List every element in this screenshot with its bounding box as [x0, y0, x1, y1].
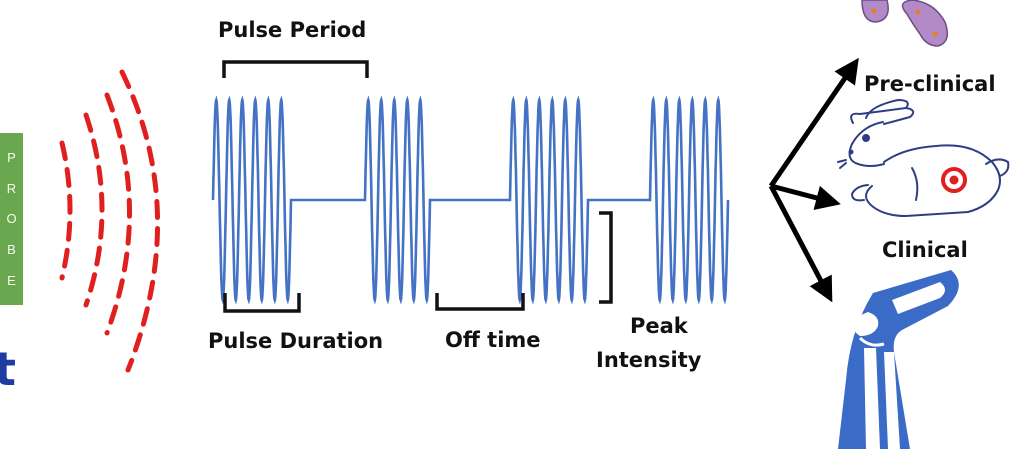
- knee-icon: [838, 270, 959, 449]
- arrow-to-knee: [768, 184, 833, 303]
- arrow-to-rabbit: [770, 183, 841, 211]
- probe-letter: E: [7, 273, 16, 289]
- arrow-to-cells: [768, 57, 859, 188]
- ultrasound-wave-arc: [119, 69, 160, 373]
- probe-letter: R: [6, 180, 17, 196]
- application-arrows: [768, 57, 859, 303]
- off-time-label: Off time: [445, 328, 541, 352]
- pulsed-waveform: [211, 95, 730, 305]
- ultrasound-wave-arc: [104, 92, 132, 336]
- timing-brackets: [222, 60, 613, 313]
- pulse-duration-bracket: [223, 293, 301, 313]
- probe-letter: B: [7, 242, 16, 258]
- pulse-duration-label: Pulse Duration: [208, 329, 384, 353]
- cropped-heading-text: t: [0, 342, 16, 396]
- ultrasound-wave-arc: [59, 140, 73, 281]
- clinical-label: Clinical: [882, 238, 968, 262]
- peak-intensity-label-line1: Peak: [630, 314, 688, 338]
- probe-letter: P: [7, 149, 16, 165]
- probe-box: P R O B E: [0, 133, 23, 305]
- peak-intensity-label-line2: Intensity: [596, 348, 702, 372]
- pulse-period-bracket: [222, 60, 369, 78]
- probe-letter: O: [6, 211, 17, 227]
- pulsed-sine-wave: [211, 95, 730, 305]
- peak-intensity-bracket: [599, 211, 613, 304]
- off-time-bracket: [435, 293, 525, 311]
- ultrasound-wave-arc: [83, 112, 105, 308]
- pulse-period-label: Pulse Period: [218, 18, 367, 42]
- rabbit-icon: [837, 99, 1010, 217]
- pre-clinical-label: Pre-clinical: [864, 72, 996, 96]
- cell-icon: [861, 0, 949, 47]
- ultrasound-waves: [59, 69, 160, 373]
- target-icon: [941, 167, 967, 193]
